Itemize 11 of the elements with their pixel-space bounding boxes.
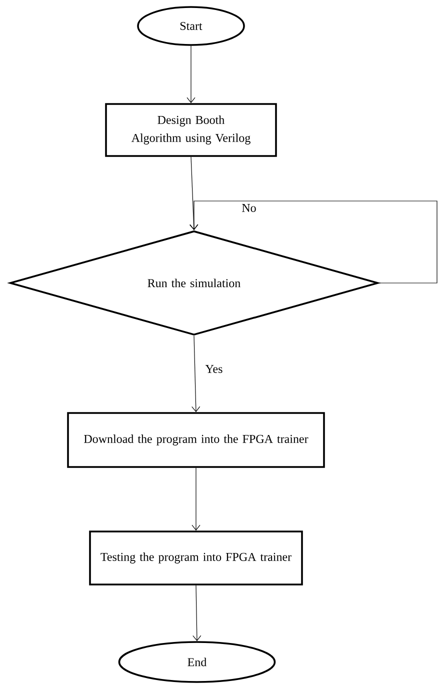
process-box: Testing the program into FPGA trainer [89, 530, 303, 586]
arrow [186, 46, 196, 104]
process-box: Download the program into the FPGA trainer [67, 412, 325, 468]
arrow [190, 200, 438, 284]
arrow [189, 156, 198, 230]
arrow [192, 336, 200, 412]
edge-label: Yes [204, 364, 224, 374]
process-box: Design Booth Algorithm using Verilog [105, 103, 277, 157]
arrow [192, 468, 200, 531]
arrow [192, 585, 202, 642]
edge-label: No [240, 203, 258, 213]
